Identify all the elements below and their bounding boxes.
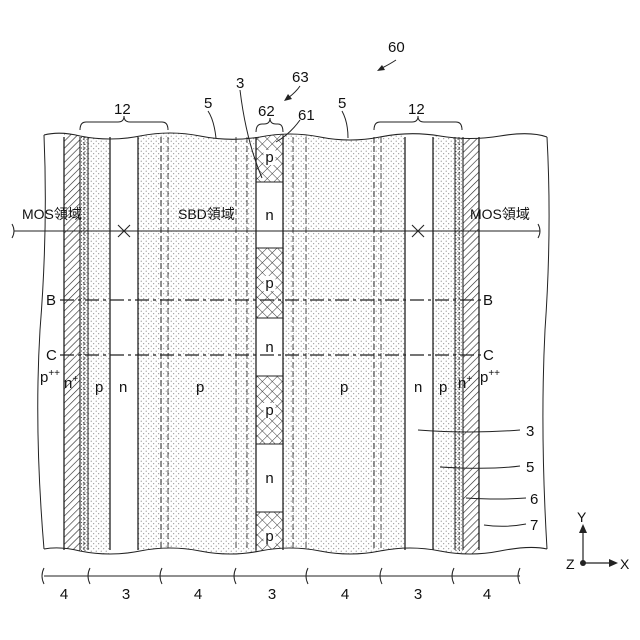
p-region-mid-right [283, 120, 405, 560]
p-region-left [88, 120, 110, 560]
ref-12-left: 12 [114, 101, 131, 118]
arrow-60 [377, 60, 396, 71]
center-cell-label: p [265, 149, 273, 166]
section-b-left: B [46, 292, 56, 309]
p-region-mid-left [138, 120, 256, 560]
dim-4-a: 4 [60, 586, 68, 603]
dim-4-d: 4 [483, 586, 491, 603]
dim-4-b: 4 [194, 586, 202, 603]
brace-62 [256, 118, 283, 132]
ref-5-right: 5 [338, 95, 346, 112]
p-region-right [433, 120, 455, 560]
center-cell-label: p [265, 528, 273, 545]
arrow-63 [284, 86, 300, 101]
center-column: p n p n p n p [256, 130, 283, 560]
ref-63: 63 [292, 69, 309, 86]
callout-7: 7 [530, 517, 538, 534]
brace-12-left [80, 116, 168, 130]
callout-6: 6 [530, 491, 538, 508]
region-label-mos-right: MOS領域 [470, 206, 530, 222]
n-plus-region-right [463, 120, 479, 560]
dim-3-b: 3 [268, 586, 276, 603]
center-cell-label: n [265, 470, 273, 487]
center-cell-label: p [265, 402, 273, 419]
ref-3-top: 3 [236, 75, 244, 92]
axis-label-x: X [620, 556, 630, 572]
n-region-right [405, 120, 433, 560]
section-c-right: C [483, 347, 494, 364]
axis-label-y: Y [577, 509, 587, 525]
section-c-left: C [46, 347, 57, 364]
device-body: pnpnpnp [40, 120, 555, 560]
dim-3-a: 3 [122, 586, 130, 603]
n-region-left [110, 120, 138, 560]
section-b-right: B [483, 292, 493, 309]
bottom-dimension-brace [42, 568, 520, 584]
center-cell-label: n [265, 207, 273, 224]
dim-3-c: 3 [414, 586, 422, 603]
center-cell-label: n [265, 339, 273, 356]
label-p-mid-left: p [196, 379, 204, 396]
ref-60: 60 [388, 39, 405, 56]
ref-61: 61 [298, 107, 315, 124]
dim-4-c: 4 [341, 586, 349, 603]
label-p-mid-right: p [340, 379, 348, 396]
brace-12-right [374, 116, 462, 130]
n-plus-region-left [64, 120, 80, 560]
axis-label-z: Z [566, 556, 575, 572]
label-n-left: n [119, 379, 127, 396]
axis-indicator [579, 524, 618, 567]
ref-62: 62 [258, 103, 275, 120]
callout-3: 3 [526, 423, 534, 440]
ref-12-right: 12 [408, 101, 425, 118]
region-label-mos-left: MOS領域 [22, 206, 82, 222]
ref-5-left: 5 [204, 95, 212, 112]
label-n-right: n [414, 379, 422, 396]
callout-5: 5 [526, 459, 534, 476]
region-label-sbd: SBD領域 [178, 206, 235, 222]
label-p-left: p [95, 379, 103, 396]
center-cell-label: p [265, 275, 273, 292]
label-p-right: p [439, 379, 447, 396]
